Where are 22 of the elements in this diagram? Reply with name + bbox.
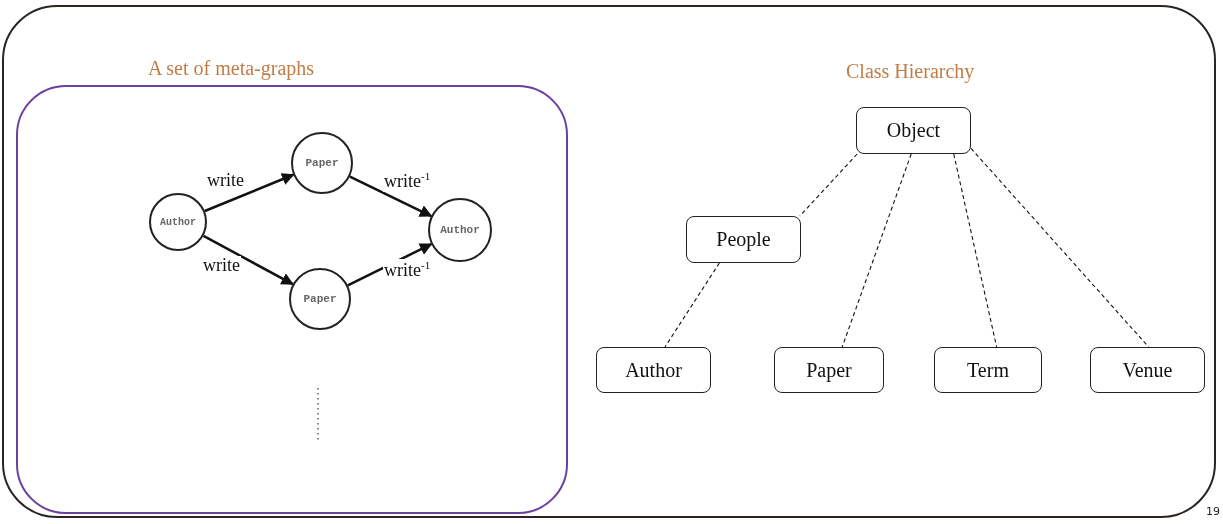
connector-line	[664, 262, 720, 348]
node-circle: Paper	[291, 132, 353, 194]
node-circle: Author	[428, 198, 492, 262]
section-heading: Class Hierarchy	[846, 60, 975, 83]
arrow	[204, 173, 295, 213]
edge-label: write$^{-1}$	[383, 170, 432, 192]
arrow	[349, 175, 433, 218]
connector-line	[841, 153, 912, 348]
class-box: Author	[596, 347, 711, 393]
class-box: People	[686, 216, 801, 263]
group-heading: A set of meta-graphs	[148, 57, 315, 80]
node-circle: Paper	[289, 268, 351, 330]
class-box: Object	[856, 107, 971, 154]
class-box: Term	[934, 347, 1042, 393]
connector-line	[799, 153, 858, 217]
page-number: 19	[1206, 505, 1220, 518]
node-circle: Author	[149, 193, 207, 251]
connector-line	[970, 147, 1150, 348]
class-box: Paper	[774, 347, 884, 393]
class-box: Venue	[1090, 347, 1205, 393]
connector-line	[953, 153, 998, 348]
arrow	[202, 234, 294, 286]
